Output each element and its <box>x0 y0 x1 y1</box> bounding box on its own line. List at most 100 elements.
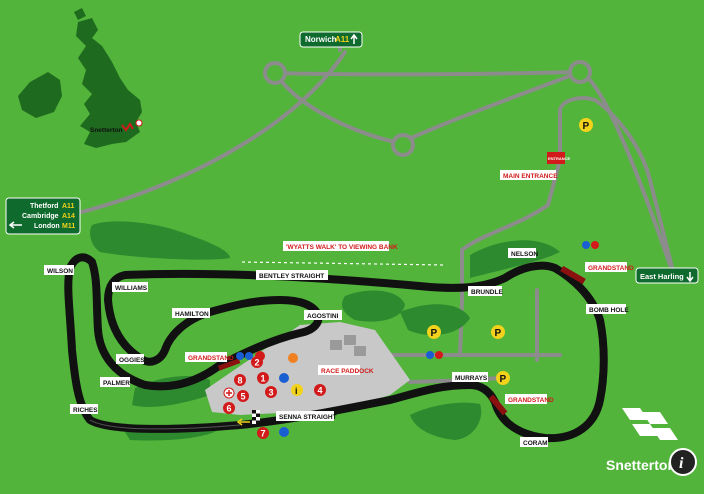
facility-icons[interactable]: i <box>223 241 599 437</box>
parking-icon-2: P <box>431 328 438 339</box>
corner-williams[interactable]: WILLIAMS <box>115 285 148 292</box>
grandstand-murrays-block <box>488 394 508 416</box>
corner-palmer[interactable]: PALMER <box>103 380 130 387</box>
paddock-point-7[interactable] <box>257 427 269 439</box>
grandstand-label-bomb-hole[interactable]: GRANDSTAND <box>588 265 634 272</box>
label-box-grandstand-1 <box>185 352 227 362</box>
arrow-left-icon <box>8 221 22 229</box>
corner-coram[interactable]: CORAM <box>523 440 548 447</box>
logo-chevron-4 <box>652 428 678 440</box>
parking-marker-4[interactable] <box>496 371 510 385</box>
grandstand-label-murrays[interactable]: GRANDSTAND <box>508 397 554 404</box>
checker-2 <box>256 413 260 417</box>
paddock-point-3-label: 3 <box>269 388 274 398</box>
wyatts-walk-label[interactable]: 'WYATTS WALK' TO VIEWING BANK <box>286 244 398 251</box>
roundabout-west <box>263 61 287 85</box>
bank-murrays <box>410 402 482 440</box>
paddock-point-3[interactable] <box>265 386 277 398</box>
sign-norwich[interactable]: Norwich A11 <box>299 31 363 48</box>
label-box-grandstand-3 <box>505 394 547 404</box>
paddock-point-8[interactable] <box>234 374 246 386</box>
paddock-number-markers[interactable]: 1 2 3 4 5 6 7 8 <box>223 356 326 439</box>
label-box-coram <box>520 437 548 447</box>
corner-bentley-straight[interactable]: BENTLEY STRAIGHT <box>259 273 324 280</box>
corner-murrays[interactable]: MURRAYS <box>455 375 488 382</box>
main-entrance-label[interactable]: MAIN ENTRANCE <box>503 173 558 180</box>
sign-norwich-board[interactable] <box>299 31 363 48</box>
sign-west-board[interactable] <box>5 197 81 235</box>
race-paddock-label[interactable]: RACE PADDOCK <box>321 368 374 375</box>
corner-bomb-hole[interactable]: BOMB HOLE <box>589 307 629 314</box>
toilets-icon-7[interactable] <box>279 373 289 383</box>
label-box-bomb-hole <box>586 304 626 314</box>
paddock-point-8-label: 8 <box>238 376 243 386</box>
arrow-down-icon <box>686 272 694 283</box>
corner-wilson[interactable]: WILSON <box>47 268 73 275</box>
uk-map: Snetterton <box>18 8 143 148</box>
checker-4 <box>256 420 260 424</box>
sign-thetford-text: Thetford <box>30 203 58 210</box>
brand-info-icon[interactable] <box>669 448 697 476</box>
paddock-point-5[interactable] <box>237 390 249 402</box>
fuel-icon[interactable] <box>288 353 298 363</box>
building-3 <box>354 346 366 356</box>
paddock-point-5-label: 5 <box>241 392 246 402</box>
road-top-link <box>273 70 582 77</box>
road-left-loop <box>273 71 402 145</box>
parking-marker-2[interactable] <box>427 325 441 339</box>
paddock-point-6[interactable] <box>223 402 235 414</box>
toilets-icon-4[interactable] <box>435 351 443 359</box>
paddock-point-1-label: 1 <box>261 374 266 384</box>
brand-info-symbol: i <box>679 455 684 472</box>
corner-hamilton[interactable]: HAMILTON <box>175 311 209 318</box>
label-box-paddock <box>318 365 360 375</box>
corner-senna-straight[interactable]: SENNA STRAIGHT <box>279 414 337 421</box>
corner-agostini[interactable]: AGOSTINI <box>307 313 339 320</box>
sign-thetford-road: A11 <box>62 203 75 210</box>
toilets-icon-3[interactable] <box>426 351 434 359</box>
toilets-icon-8[interactable] <box>279 427 289 437</box>
label-box-murrays <box>452 372 488 382</box>
corner-oggies[interactable]: OGGIES <box>119 357 145 364</box>
info-point-icon[interactable] <box>291 384 303 396</box>
label-box-agostini <box>304 310 342 320</box>
grandstand-label-palmer[interactable]: GRANDSTAND <box>188 355 234 362</box>
checker-1 <box>252 410 256 414</box>
toilets-icon-1[interactable] <box>582 241 590 249</box>
corner-brundle[interactable]: BRUNDLE <box>471 289 503 296</box>
parking-icon-3: P <box>495 328 502 339</box>
sign-west-destinations[interactable]: Thetford A11 Cambridge A14 London M11 <box>5 197 81 235</box>
label-box-wyatts <box>283 241 389 251</box>
paddock-point-2[interactable] <box>251 356 263 368</box>
roundabout-south <box>391 133 415 157</box>
label-box-wilson <box>44 265 74 275</box>
corner-nelson[interactable]: NELSON <box>511 251 538 258</box>
sign-norwich-text: Norwich <box>305 35 337 44</box>
parking-marker-3[interactable] <box>491 325 505 339</box>
parking-marker-1[interactable] <box>579 118 593 132</box>
toilets-icon-5[interactable] <box>236 352 244 360</box>
label-box-senna <box>276 411 334 421</box>
road-main-entrance-loop <box>558 96 674 270</box>
info-point-symbol: i <box>295 386 298 396</box>
corner-riches[interactable]: RICHES <box>73 407 98 414</box>
corner-labels[interactable]: WILSON WILLIAMS HAMILTON OGGIES PALMER R… <box>44 248 629 447</box>
brand-name: Snetterton <box>606 457 676 473</box>
sign-east-harling[interactable]: East Harling <box>635 267 699 284</box>
paddock-buildings <box>330 335 366 356</box>
wyatts-walk-path <box>241 261 446 266</box>
bank-nelson <box>470 240 560 278</box>
sign-east-harling-board[interactable] <box>635 267 699 284</box>
toilets-icon-2[interactable] <box>591 241 599 249</box>
road-a11-to-norwich <box>80 50 347 214</box>
toilets-icon-6[interactable] <box>245 352 253 360</box>
sign-east-harling-text: East Harling <box>640 272 684 281</box>
label-box-riches <box>70 404 98 414</box>
direction-arrow-icon <box>236 418 250 426</box>
logo-chevron-2 <box>642 412 668 424</box>
paddock-point-4[interactable] <box>314 384 326 396</box>
parking-markers[interactable]: P P P P <box>427 118 593 385</box>
sign-london-text: London <box>34 223 60 230</box>
paddock-point-1[interactable] <box>257 372 269 384</box>
